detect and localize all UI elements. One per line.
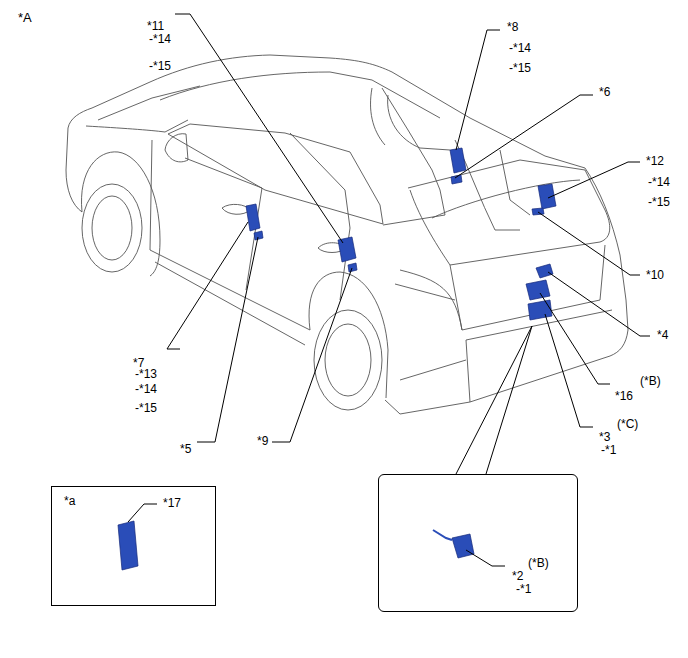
callout-number: *4 (656, 329, 669, 341)
callout-number: *9 (256, 435, 269, 447)
callout-number: *10 (645, 269, 665, 281)
callout-number: -*15 (508, 62, 532, 74)
callout-number: -*14 (134, 383, 158, 395)
callout-number: -*14 (508, 42, 532, 54)
inset-box: (*B)*2-*1 (378, 474, 578, 612)
callout-number: -*15 (134, 402, 158, 414)
callout-number: *6 (598, 86, 611, 98)
callout-number: *3 (598, 431, 611, 443)
callout-number: *A (17, 11, 33, 24)
callout-number: *12 (645, 155, 665, 167)
callout-number: (*B) (527, 557, 550, 569)
callout-number: *5 (179, 443, 192, 455)
callout-number: -*14 (148, 33, 172, 45)
inset-box: *a *17 (51, 486, 216, 606)
callout-number: *2 (511, 570, 524, 582)
callout-number: -*1 (515, 583, 532, 595)
callout-number: -*14 (647, 176, 671, 188)
callout-number: -*13 (134, 368, 158, 380)
callout-number: *8 (506, 21, 519, 33)
callout-number: (*C) (616, 418, 639, 430)
callout-number: -*15 (148, 60, 172, 72)
callout-number: -*15 (647, 196, 671, 208)
callout-number: *11 (146, 20, 165, 32)
callout-number: *17 (162, 497, 182, 509)
callout-number: *a (63, 495, 76, 507)
callout-number: -*1 (600, 444, 617, 456)
callout-number: *16 (614, 390, 634, 402)
callout-number: (*B) (639, 375, 662, 387)
